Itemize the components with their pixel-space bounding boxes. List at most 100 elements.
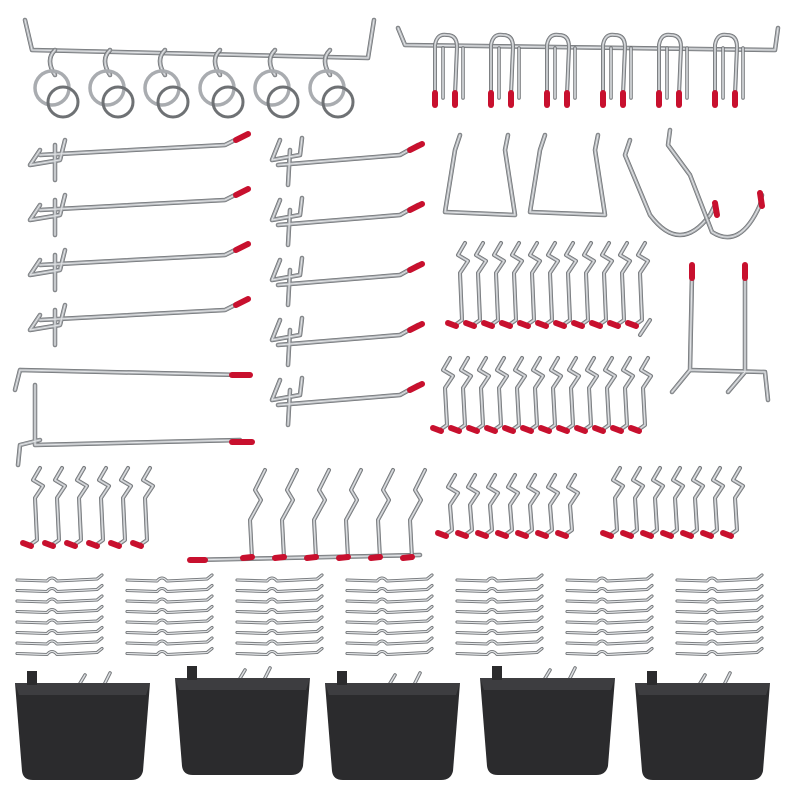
- red-tip: [240, 554, 255, 561]
- red-tip: [407, 321, 425, 333]
- red-tip: [515, 530, 529, 539]
- wire-clip: [455, 636, 544, 646]
- wire-clip: [455, 594, 544, 604]
- small-pegboard-hook: [515, 473, 540, 539]
- wire-clip: [125, 573, 214, 583]
- small-pegboard-hook: [455, 473, 480, 539]
- wire-clip-group: [15, 573, 104, 657]
- small-pegboard-hook: [108, 466, 133, 549]
- ring-hook: [253, 47, 300, 119]
- wire-clip-group: [675, 573, 764, 657]
- red-tip: [600, 530, 614, 539]
- red-tip: [435, 530, 449, 539]
- red-tip: [466, 425, 480, 434]
- red-tip: [336, 554, 351, 561]
- wire-clip: [565, 594, 654, 604]
- ring-hook: [88, 47, 135, 119]
- red-tip: [272, 554, 287, 561]
- wire-clip: [125, 594, 214, 604]
- small-pegboard-hook: [517, 241, 542, 329]
- small-pegboard-hook: [535, 241, 560, 329]
- pegboard-hook: [269, 195, 425, 248]
- red-tip: [535, 530, 549, 539]
- red-tip: [680, 530, 694, 539]
- hook-column-middle: [269, 135, 425, 428]
- wire-clip: [125, 646, 214, 657]
- red-tip: [368, 554, 383, 561]
- wire-clip: [455, 625, 544, 636]
- wire-clip: [235, 636, 324, 646]
- red-tip: [484, 425, 498, 434]
- small-pegboard-hook: [700, 466, 725, 539]
- wire-clip: [675, 573, 764, 583]
- red-tip: [86, 540, 100, 549]
- small-pegboard-hook: [610, 356, 635, 434]
- wire-clip: [345, 625, 434, 636]
- small-pegboard-hook: [502, 356, 527, 434]
- red-tip: [610, 425, 624, 434]
- small-pegboard-hook: [475, 473, 500, 539]
- bin-body: [15, 683, 150, 780]
- wire-clip: [125, 583, 214, 594]
- wire-clip: [345, 594, 434, 604]
- red-tip: [499, 320, 513, 329]
- wire-clip: [565, 636, 654, 646]
- bin-rim: [480, 678, 615, 690]
- small-pegboard-hook: [495, 473, 520, 539]
- long-pegboard-hook: [27, 296, 251, 348]
- wire-clip: [235, 604, 324, 615]
- wire-clip: [455, 573, 544, 583]
- u-hook: [712, 32, 745, 108]
- ring-hook: [143, 47, 190, 119]
- wire-clip: [345, 636, 434, 646]
- wire-clip: [15, 636, 104, 646]
- small-pegboard-hook: [520, 356, 545, 434]
- red-tip: [475, 530, 489, 539]
- wire-clip: [15, 646, 104, 657]
- trapezoid-brackets: [442, 132, 608, 218]
- long-pegboard-hook: [27, 241, 251, 293]
- pegboard-hook: [269, 135, 425, 188]
- red-tip: [130, 540, 144, 549]
- u-hook: [656, 32, 689, 108]
- bin-body: [635, 683, 770, 780]
- bin-mount-tab: [27, 671, 37, 685]
- small-pegboard-hook: [592, 356, 617, 434]
- bottom-hook-group-1: [20, 466, 155, 549]
- red-tip: [42, 540, 56, 549]
- u-hook-bar: [395, 25, 781, 108]
- wire-clip: [455, 604, 544, 615]
- wire-clip: [235, 594, 324, 604]
- wire-clip-group: [565, 573, 654, 657]
- small-pegboard-hook: [481, 241, 506, 329]
- small-pegboard-hook: [640, 466, 665, 539]
- wire-clip: [675, 625, 764, 636]
- red-tip: [430, 425, 444, 434]
- red-tip: [571, 320, 585, 329]
- u-hook: [544, 32, 577, 108]
- small-pegboard-hook: [660, 466, 685, 539]
- trapezoid-bracket: [442, 132, 518, 218]
- red-tip: [108, 540, 122, 549]
- wire-clip: [15, 615, 104, 625]
- wire-clip: [235, 583, 324, 594]
- wire-clip-group: [345, 573, 434, 657]
- red-tip: [589, 320, 603, 329]
- red-tip: [233, 241, 251, 253]
- wire-clip: [235, 573, 324, 583]
- wire-clip: [15, 583, 104, 594]
- red-tip: [625, 320, 639, 329]
- small-pegboard-hook: [463, 241, 488, 329]
- small-pegboard-hook: [86, 466, 111, 549]
- wire-clip: [675, 583, 764, 594]
- red-tip: [400, 554, 415, 561]
- wire-clip: [455, 646, 544, 657]
- red-tip: [535, 320, 549, 329]
- wire-clip-group: [125, 573, 214, 657]
- red-tip: [233, 186, 251, 198]
- black-storage-bin: [480, 666, 615, 775]
- small-pegboard-hook: [553, 241, 578, 329]
- small-pegboard-hook: [625, 241, 650, 329]
- bin-rim: [325, 683, 460, 695]
